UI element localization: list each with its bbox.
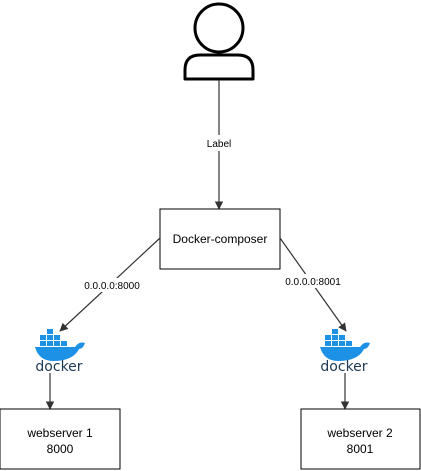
webserver-2-port: 8001 bbox=[347, 442, 374, 456]
webserver-2-node[interactable]: webserver 2 8001 bbox=[300, 408, 421, 470]
composer-node[interactable]: Docker-composer bbox=[159, 208, 281, 270]
edge-label-port-8001: 0.0.0.0:8001 bbox=[285, 277, 341, 288]
docker-logo-1: docker bbox=[35, 329, 85, 375]
webserver-1-node[interactable]: webserver 1 8000 bbox=[0, 408, 121, 470]
docker-wordmark-1: docker bbox=[35, 359, 82, 375]
docker-logo-2: docker bbox=[320, 329, 370, 375]
docker-whale-icon bbox=[35, 329, 85, 361]
user-icon bbox=[183, 2, 255, 81]
edge-user-to-composer: Label bbox=[203, 80, 235, 210]
webserver-1-port: 8000 bbox=[47, 442, 74, 456]
edge-label-port-8000: 0.0.0.0:8000 bbox=[84, 281, 140, 292]
docker-whale-icon bbox=[320, 329, 370, 361]
docker-wordmark-2: docker bbox=[320, 359, 367, 375]
edge-composer-to-docker2: 0.0.0.0:8001 bbox=[279, 237, 347, 332]
edge-label-user-composer: Label bbox=[207, 139, 231, 150]
webserver-1-name: webserver 1 bbox=[26, 426, 93, 440]
webserver-2-name: webserver 2 bbox=[326, 426, 393, 440]
edge-composer-to-docker1: 0.0.0.0:8000 bbox=[59, 237, 161, 332]
composer-label: Docker-composer bbox=[173, 232, 268, 246]
